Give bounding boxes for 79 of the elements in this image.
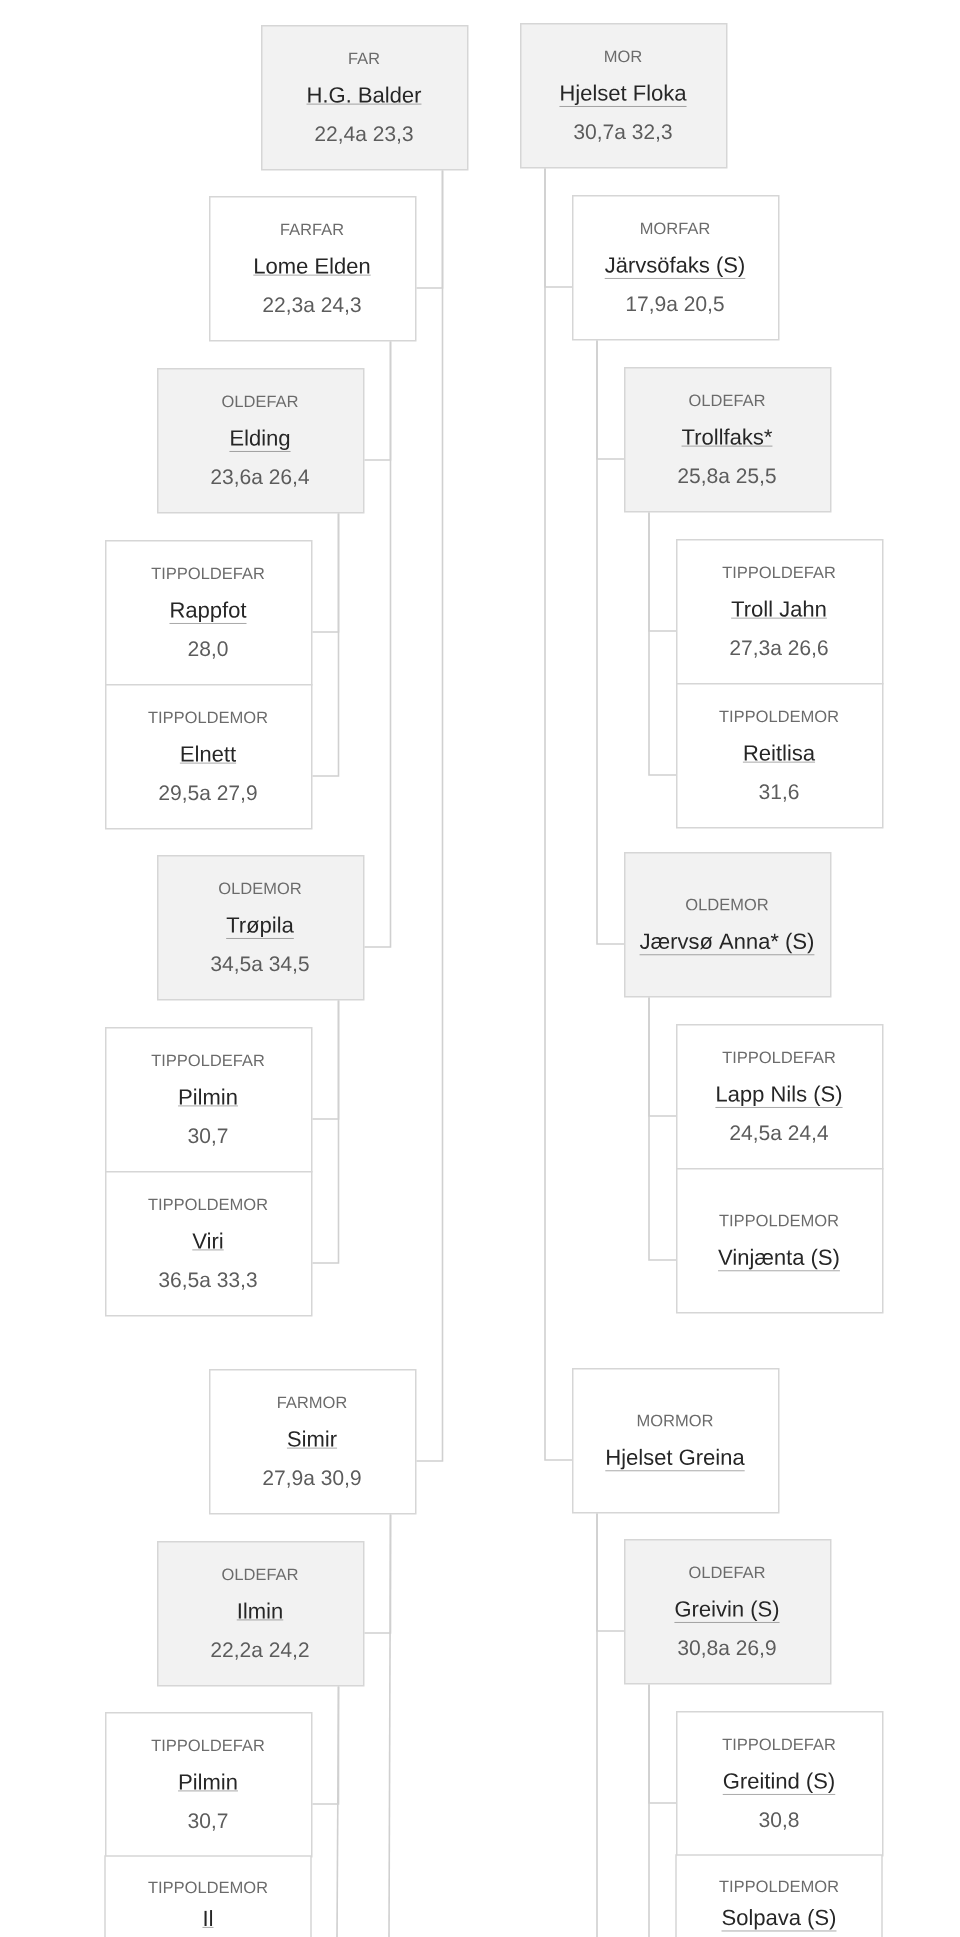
record-time: 30,7 [188,1128,228,1146]
relation-label: OLDEFAR [222,395,298,408]
horse-name-link: Ilmin [236,1602,284,1621]
horse-name-link: Hjelset Floka [559,84,687,107]
connector-line [648,1683,650,1937]
horse-name-link: Vinjænta (S) [717,1248,841,1271]
record-time: 27,9a 30,9 [263,1470,361,1488]
record-time: 36,5a 33,3 [159,1272,257,1290]
relation-label: TIPPOLDEMOR [148,1881,268,1894]
horse-name-link: Järvsöfaks (S) [604,256,746,279]
record-time: 30,7a 32,3 [574,124,672,142]
relation-label: MORFAR [641,222,710,235]
relation-label: FAR [349,52,380,64]
relation-label: OLDEFAR [689,1566,765,1579]
record-time: 31,6 [759,784,799,802]
horse-name-link: Jærvsø Anna* (S) [639,932,815,955]
connector-line [336,1685,340,1937]
horse-name-link: Elnett [179,745,237,764]
relation-label: OLDEMOR [686,898,768,911]
relation-label: TIPPOLDEFAR [722,1051,836,1064]
horse-name-link: Solpava (S) [721,1909,837,1932]
horse-name-link: Greivin (S) [674,1600,780,1623]
relation-label: MOR [605,50,642,63]
relation-label: FARMOR [278,1396,347,1409]
record-time: 30,7 [188,1813,228,1831]
relation-label: TIPPOLDEFAR [722,566,836,579]
relation-label: TIPPOLDEMOR [148,1198,268,1211]
connector-line [311,512,340,777]
horse-name-link: Lome Elden [253,257,371,276]
relation-label: TIPPOLDEFAR [151,1739,265,1752]
record-time: 28,0 [188,641,228,659]
record-time: 22,4a 23,3 [315,126,413,144]
record-time: 24,5a 24,4 [730,1125,828,1143]
horse-name-link: Hjelset Greina [605,1448,745,1471]
record-time: 27,3a 26,6 [730,640,828,658]
relation-label: OLDEFAR [689,394,765,407]
horse-name-link: Elding [229,429,291,452]
connector-line [311,999,340,1264]
connector-line [388,1513,392,1937]
connector-line [596,1512,598,1937]
relation-label: TIPPOLDEFAR [722,1738,836,1751]
record-time: 22,3a 24,3 [263,297,361,315]
relation-label: TIPPOLDEMOR [148,711,268,724]
relation-label: TIPPOLDEMOR [719,710,839,723]
horse-name-link: Trøpila [226,916,294,939]
record-time: 17,9a 20,5 [626,296,724,314]
horse-name-link: Rappfot [169,601,247,624]
relation-label: TIPPOLDEFAR [151,1054,265,1067]
relation-label: TIPPOLDEFAR [151,567,265,580]
horse-name-link: H.G. Balder [306,86,422,105]
record-time: 29,5a 27,9 [159,785,257,803]
relation-label: TIPPOLDEMOR [719,1214,839,1227]
relation-label: MORMOR [637,1414,713,1427]
record-time: 30,8 [759,1812,799,1830]
connector-line [648,996,677,1261]
connector-line [544,167,573,1461]
relation-label: TIPPOLDEMOR [719,1880,839,1893]
horse-name-link: Trollfaks* [681,428,773,447]
horse-name-link: Pilmin [177,1773,239,1792]
horse-name-link: Il [202,1910,214,1928]
connector-line [415,169,444,1462]
record-time: 30,8a 26,9 [678,1640,776,1658]
connector-line [596,339,625,945]
record-time: 23,6a 26,4 [211,469,309,487]
record-time: 25,8a 25,5 [678,468,776,486]
horse-name-link: Simir [286,1430,338,1449]
connector-line [648,511,677,776]
record-time: 22,2a 24,2 [211,1642,309,1660]
horse-name-link: Pilmin [177,1088,239,1107]
relation-label: OLDEFAR [222,1568,298,1581]
connector-line [363,340,392,948]
relation-label: FARFAR [281,223,344,235]
relation-label: OLDEMOR [219,882,301,895]
record-time: 34,5a 34,5 [211,956,309,974]
horse-name-link: Troll Jahn [730,600,828,619]
horse-name-link: Reitlisa [742,744,816,763]
horse-name-link: Lapp Nils (S) [715,1085,843,1108]
horse-name-link: Greitind (S) [722,1772,836,1795]
horse-name-link: Viri [192,1232,224,1251]
